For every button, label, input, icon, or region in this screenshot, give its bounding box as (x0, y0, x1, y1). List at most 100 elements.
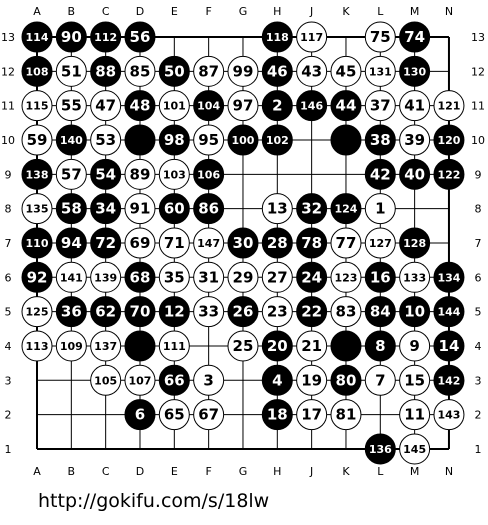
row-label: 7 (475, 237, 482, 250)
stone-disc (158, 296, 190, 328)
row-label: 13 (471, 31, 485, 44)
black-stone: 20 (261, 330, 293, 362)
black-stone: 88 (90, 55, 122, 87)
black-stone: 104 (193, 90, 225, 122)
stone-disc (364, 158, 396, 190)
white-stone: 11 (399, 399, 431, 431)
stone-disc (364, 330, 396, 362)
black-stone: 16 (364, 261, 396, 293)
move-number: 123 (334, 271, 357, 284)
black-stone: 44 (330, 90, 362, 122)
stone-disc (55, 193, 87, 225)
black-stone: 60 (158, 193, 190, 225)
white-stone: 71 (158, 227, 190, 259)
column-label: K (342, 465, 350, 478)
stone-disc (227, 296, 259, 328)
move-number: 47 (95, 97, 116, 115)
black-stone: 78 (296, 227, 328, 259)
move-number: 121 (437, 100, 460, 113)
stone-disc (124, 364, 156, 396)
stone-disc (158, 158, 190, 190)
move-number: 141 (60, 271, 83, 284)
black-stone: 18 (261, 399, 293, 431)
stone-disc (124, 158, 156, 190)
white-stone: 125 (21, 296, 53, 328)
white-stone: 35 (158, 261, 190, 293)
move-number: 67 (198, 406, 219, 424)
black-stone: 136 (364, 433, 396, 465)
stone-disc (433, 296, 465, 328)
stone-disc (158, 193, 190, 225)
move-number: 97 (233, 97, 254, 115)
stone-disc (55, 21, 87, 53)
move-number: 26 (233, 303, 254, 321)
move-number: 107 (129, 374, 152, 387)
white-stone: 59 (21, 124, 53, 156)
white-stone: 95 (193, 124, 225, 156)
white-stone: 85 (124, 55, 156, 87)
black-stone: 94 (55, 227, 87, 259)
white-stone: 57 (55, 158, 87, 190)
black-stone: 2 (261, 90, 293, 122)
row-label: 5 (475, 306, 482, 319)
stone-disc (227, 124, 259, 156)
black-stone: 124 (330, 193, 362, 225)
stone-disc (90, 364, 122, 396)
stone-disc (227, 330, 259, 362)
row-label: 2 (475, 409, 482, 422)
stone-disc (364, 124, 396, 156)
move-number: 23 (267, 303, 288, 321)
column-label: M (410, 5, 420, 18)
stone-disc (124, 399, 156, 431)
move-number: 21 (301, 337, 322, 355)
black-stone: 48 (124, 90, 156, 122)
move-number: 70 (130, 303, 151, 321)
white-stone: 143 (433, 399, 465, 431)
move-number: 99 (233, 62, 254, 80)
black-stone: 28 (261, 227, 293, 259)
white-stone: 131 (364, 55, 396, 87)
stone-disc (227, 261, 259, 293)
move-number: 4 (272, 371, 282, 389)
stone-disc (90, 193, 122, 225)
black-stone: 72 (90, 227, 122, 259)
move-number: 85 (130, 62, 151, 80)
stone-disc (330, 227, 362, 259)
black-stone: 134 (433, 261, 465, 293)
move-number: 87 (198, 62, 219, 80)
white-stone: 19 (296, 364, 328, 396)
move-number: 38 (370, 131, 391, 149)
row-label: 12 (1, 65, 15, 78)
move-number: 80 (336, 371, 357, 389)
stone-disc (261, 227, 293, 259)
column-label: M (410, 465, 420, 478)
move-number: 6 (135, 406, 145, 424)
stone-disc (158, 364, 190, 396)
black-stone: 34 (90, 193, 122, 225)
white-stone: 117 (296, 21, 328, 53)
move-number: 103 (163, 168, 186, 181)
move-number: 13 (267, 200, 288, 218)
move-number: 30 (233, 234, 254, 252)
move-number: 98 (164, 131, 185, 149)
black-stone: 128 (399, 227, 431, 259)
column-label: H (273, 465, 281, 478)
white-stone: 83 (330, 296, 362, 328)
stone-disc (296, 296, 328, 328)
move-number: 95 (198, 131, 219, 149)
move-number: 127 (369, 237, 392, 250)
stone-disc (399, 364, 431, 396)
black-stone: 6 (124, 399, 156, 431)
move-number: 9 (409, 337, 419, 355)
move-number: 53 (95, 131, 116, 149)
move-number: 100 (231, 134, 254, 147)
row-label: 10 (1, 134, 15, 147)
black-stone: 102 (261, 124, 293, 156)
black-stone: 98 (158, 124, 190, 156)
stone-disc (296, 330, 328, 362)
move-number: 65 (164, 406, 185, 424)
move-number: 27 (267, 268, 288, 286)
